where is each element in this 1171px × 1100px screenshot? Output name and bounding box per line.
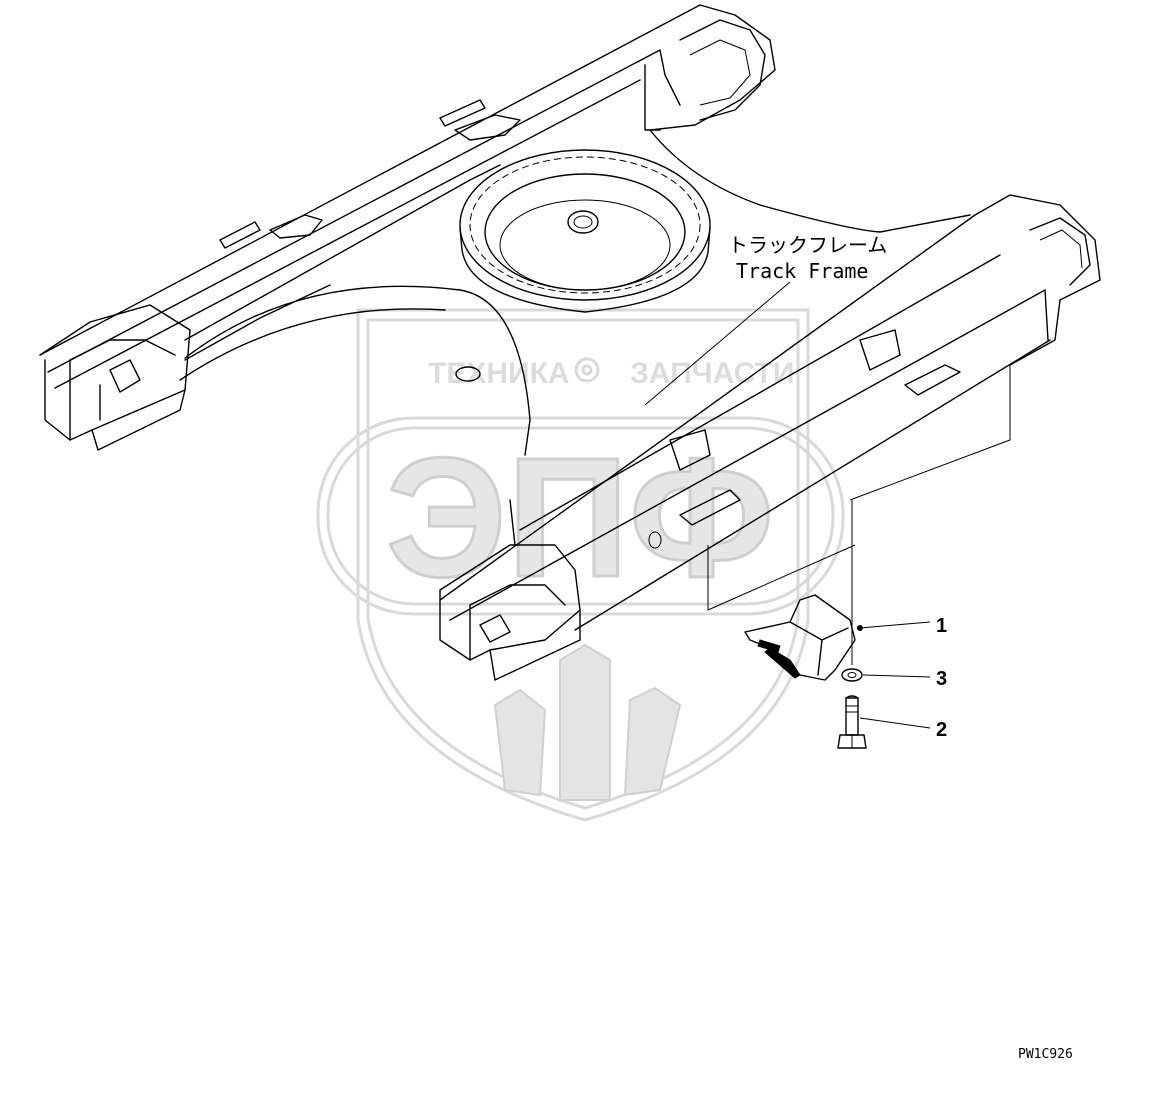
track-guard-bracket [744,594,856,681]
leader-dot [857,625,863,631]
watermark-text-left: ТЕХНИКА [428,357,570,390]
callout-3: 3 [936,668,947,690]
track-frame-drawing [39,4,1101,681]
gear-icon [574,357,600,383]
watermark-text-right: ЗАПЧАСТИ [630,357,794,390]
watermark-shield: ТЕХНИКА ЗАПЧАСТИ ЭПФ [316,308,845,822]
callout-1: 1 [936,615,947,637]
wheat-icon [493,643,682,801]
callout-2: 2 [936,719,947,741]
watermark-logo: ЭПФ [386,423,774,613]
leader-lines [644,281,931,729]
frame-label-english: Track Frame [736,259,868,283]
washer [841,668,863,682]
frame-label-japanese: トラックフレーム [728,233,887,257]
hex-bolt [837,695,867,749]
drawing-code: PW1C926 [1018,1047,1073,1062]
